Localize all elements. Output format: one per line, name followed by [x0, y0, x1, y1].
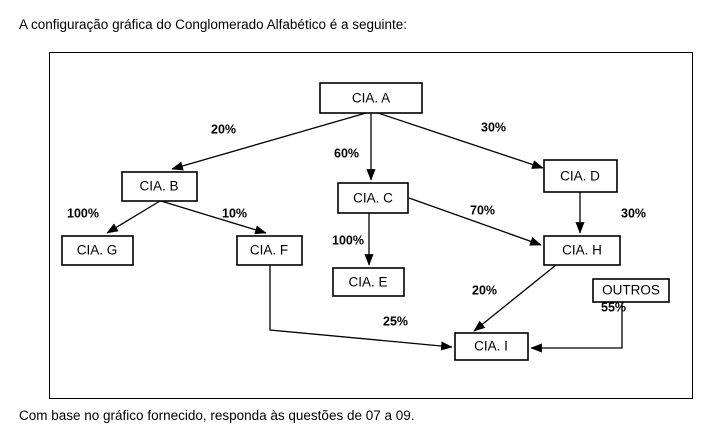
- edges-group: [106, 112, 623, 353]
- node-label-cia-h: CIA. H: [562, 243, 602, 258]
- edge-label-a-c: 60%: [334, 146, 359, 160]
- node-cia-c: CIA. C: [337, 182, 409, 214]
- edge-label-d-h: 30%: [621, 206, 646, 220]
- node-cia-h: CIA. H: [543, 235, 621, 266]
- intro-text: A configuração gráfica do Conglomerado A…: [19, 17, 408, 32]
- edge-h-to-i: [473, 264, 557, 332]
- node-cia-a: CIA. A: [319, 82, 423, 114]
- node-label-cia-e: CIA. E: [348, 275, 387, 290]
- edge-a-to-d: [377, 112, 544, 169]
- edge-a-to-b: [171, 112, 367, 171]
- node-label-cia-b: CIA. B: [139, 179, 178, 194]
- node-label-cia-a: CIA. A: [352, 91, 390, 106]
- edge-label-b-f: 10%: [222, 206, 247, 220]
- edge-label-b-g: 100%: [67, 206, 99, 220]
- edge-f-to-i: [269, 265, 453, 351]
- edge-b-to-f: [160, 200, 267, 235]
- node-outros: OUTROS: [592, 278, 670, 303]
- node-cia-f: CIA. F: [236, 235, 303, 266]
- node-label-cia-i: CIA. I: [474, 339, 508, 354]
- node-label-cia-c: CIA. C: [353, 191, 393, 206]
- node-cia-d: CIA. D: [543, 159, 618, 193]
- node-cia-b: CIA. B: [121, 171, 198, 202]
- edge-label-a-b: 20%: [211, 122, 236, 136]
- node-label-cia-f: CIA. F: [250, 243, 288, 258]
- node-cia-i: CIA. I: [454, 332, 529, 361]
- diagram-frame: [49, 52, 693, 399]
- edge-label-h-i: 20%: [472, 283, 497, 297]
- edge-b-to-g: [106, 200, 161, 234]
- edge-outros-to-i: [530, 302, 623, 353]
- edge-label-outros-i: 55%: [601, 300, 626, 314]
- node-cia-g: CIA. G: [61, 235, 134, 266]
- node-cia-e: CIA. E: [332, 267, 405, 297]
- edge-label-c-h: 70%: [470, 203, 495, 217]
- edge-labels-group: 20% 60% 30% 100% 10% 100% 70% 30% 20% 25…: [67, 120, 646, 328]
- edge-label-c-e: 100%: [332, 233, 364, 247]
- footer-text: Com base no gráfico fornecido, responda …: [19, 408, 415, 423]
- edge-c-to-h: [408, 197, 542, 246]
- nodes-group: CIA. A CIA. B CIA. C CIA. D CIA. G CIA. …: [61, 82, 670, 361]
- edge-label-f-i: 25%: [383, 314, 408, 328]
- node-label-cia-d: CIA. D: [560, 169, 600, 184]
- node-label-cia-g: CIA. G: [77, 243, 118, 258]
- node-label-outros: OUTROS: [602, 283, 660, 298]
- edge-label-a-d: 30%: [481, 120, 506, 134]
